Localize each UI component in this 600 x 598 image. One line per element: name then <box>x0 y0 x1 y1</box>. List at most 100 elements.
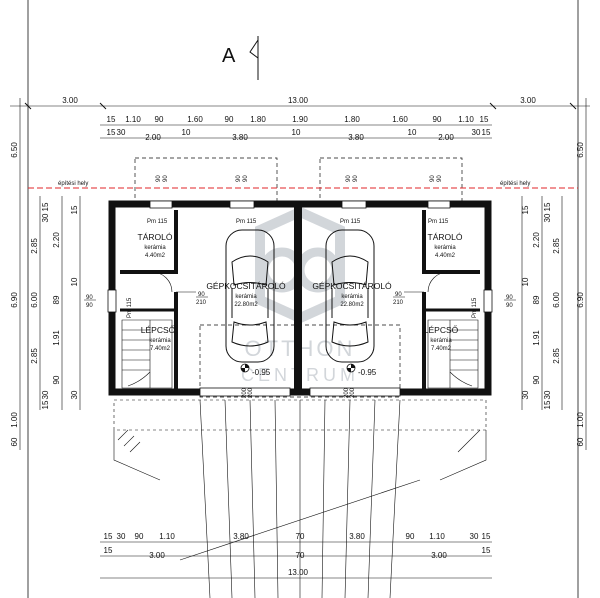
room-area: 7.40m2 <box>431 346 452 352</box>
building-line-label-left: építési hely <box>58 181 88 187</box>
svg-text:90: 90 <box>198 292 205 298</box>
dim-text: 1.10 <box>429 532 445 541</box>
dim-text: 15 <box>543 202 552 211</box>
dim-text: 60 <box>10 437 19 446</box>
dim-text: 6.50 <box>576 142 585 158</box>
dim-text: 15 <box>521 205 530 214</box>
dim-text: 15 <box>107 128 116 137</box>
dim-text: 1.60 <box>392 115 408 124</box>
dim-text: 2.00 <box>145 133 161 142</box>
room-floor: kerámia <box>144 245 166 251</box>
dim-text: 30 <box>41 390 50 399</box>
dim-text: 89 <box>52 295 61 304</box>
dim-text: 15 <box>543 400 552 409</box>
room-name-storage-right: TÁROLÓ <box>428 232 463 242</box>
dim-text: 30 <box>41 213 50 222</box>
svg-text:90: 90 <box>430 175 436 182</box>
dim-text: 15 <box>107 115 116 124</box>
dim-text: 90 <box>406 532 415 541</box>
plot-lines <box>27 0 579 598</box>
dim-text: 1.80 <box>250 115 266 124</box>
dim-text: 30 <box>472 128 481 137</box>
dim-text: 70 <box>296 532 305 541</box>
dim-text: 3.80 <box>232 133 248 142</box>
building-line: építési hely építési hely <box>28 181 578 189</box>
dim-text: 1.10 <box>159 532 175 541</box>
dim-text: 3.00 <box>431 551 447 560</box>
dim-text: 3.00 <box>62 96 78 105</box>
bottom-dim-labels: 15 30 90 1.10 3.80 70 3.80 90 1.10 30 15… <box>104 532 491 577</box>
dim-text: 1.80 <box>344 115 360 124</box>
svg-text:90: 90 <box>243 175 249 182</box>
room-floor: kerámia <box>149 338 171 344</box>
dim-text: 13.00 <box>288 96 309 105</box>
dim-text: 30 <box>70 390 79 399</box>
svg-text:90: 90 <box>353 175 359 182</box>
dim-text: 13.00 <box>288 568 309 577</box>
hatch <box>117 429 481 453</box>
dim-text: 3.00 <box>520 96 536 105</box>
svg-text:200: 200 <box>242 387 248 398</box>
svg-text:200: 200 <box>350 387 356 398</box>
section-marker: A <box>222 36 259 80</box>
dim-text: 1.91 <box>52 330 61 346</box>
dim-text: 3.80 <box>349 532 365 541</box>
car-left-icon <box>225 229 275 363</box>
window-tag: Pm 115 <box>236 219 257 225</box>
dim-text: 15 <box>41 202 50 211</box>
dim-text: 70 <box>296 551 305 560</box>
dim-text: 30 <box>521 390 530 399</box>
dim-text: 15 <box>70 205 79 214</box>
room-floor: kerámia <box>434 245 456 251</box>
dim-text: 2.85 <box>552 238 561 254</box>
dim-text: 30 <box>117 532 126 541</box>
section-arrow-icon <box>249 38 259 59</box>
car-right-icon <box>325 229 375 363</box>
dim-text: 90 <box>52 375 61 384</box>
dim-text: 6.00 <box>552 292 561 308</box>
dim-text: 90 <box>433 115 442 124</box>
dim-text: 60 <box>576 437 585 446</box>
room-area: 7.40m2 <box>150 346 171 352</box>
svg-text:90: 90 <box>236 175 242 182</box>
level-markers: -0.95 -0.95 <box>240 363 377 377</box>
svg-text:90: 90 <box>163 175 169 182</box>
svg-text:90: 90 <box>346 175 352 182</box>
dim-text: 15 <box>480 115 489 124</box>
window-tag: Pm 115 <box>147 219 168 225</box>
dim-text: 6.90 <box>576 292 585 308</box>
stairs <box>121 319 479 389</box>
svg-text:90: 90 <box>506 303 513 309</box>
left-dim-labels: 6.50 6.90 1.00 60 2.85 6.00 2.85 2.20 89… <box>10 142 79 447</box>
dim-text: 2.85 <box>30 348 39 364</box>
dim-text: 10 <box>292 128 301 137</box>
dim-text: 15 <box>41 400 50 409</box>
dim-text: 15 <box>104 532 113 541</box>
dim-text: 15 <box>482 128 491 137</box>
dim-text: 90 <box>532 375 541 384</box>
svg-text:200: 200 <box>344 387 350 398</box>
dim-text: 3.00 <box>149 551 165 560</box>
dim-text: 90 <box>135 532 144 541</box>
dim-text: 6.90 <box>10 292 19 308</box>
window-tag: Pm 115 <box>127 297 133 318</box>
level-left: -0.95 <box>252 368 271 377</box>
dim-text: 15 <box>104 546 113 555</box>
dim-text: 6.00 <box>30 292 39 308</box>
room-floor: kerámia <box>235 294 257 300</box>
dim-text: 89 <box>532 295 541 304</box>
room-floor: kerámia <box>341 294 363 300</box>
window-tag: Pm 115 <box>472 297 478 318</box>
room-area: 4.40m2 <box>145 253 166 259</box>
right-dim-labels: 6.50 6.90 1.00 60 2.85 6.00 2.85 2.20 89… <box>521 142 585 447</box>
svg-text:200: 200 <box>248 387 254 398</box>
dim-text: 10 <box>521 277 530 286</box>
dim-text: 1.60 <box>187 115 203 124</box>
dim-text: 1.00 <box>576 412 585 428</box>
dim-text: 3.80 <box>348 133 364 142</box>
top-dimensions <box>10 102 590 139</box>
bottom-dimensions <box>100 541 492 579</box>
dim-text: 15 <box>482 532 491 541</box>
room-name-garage-left: GÉPKOCSITÁROLÓ <box>206 281 286 291</box>
dim-text: 6.50 <box>10 142 19 158</box>
